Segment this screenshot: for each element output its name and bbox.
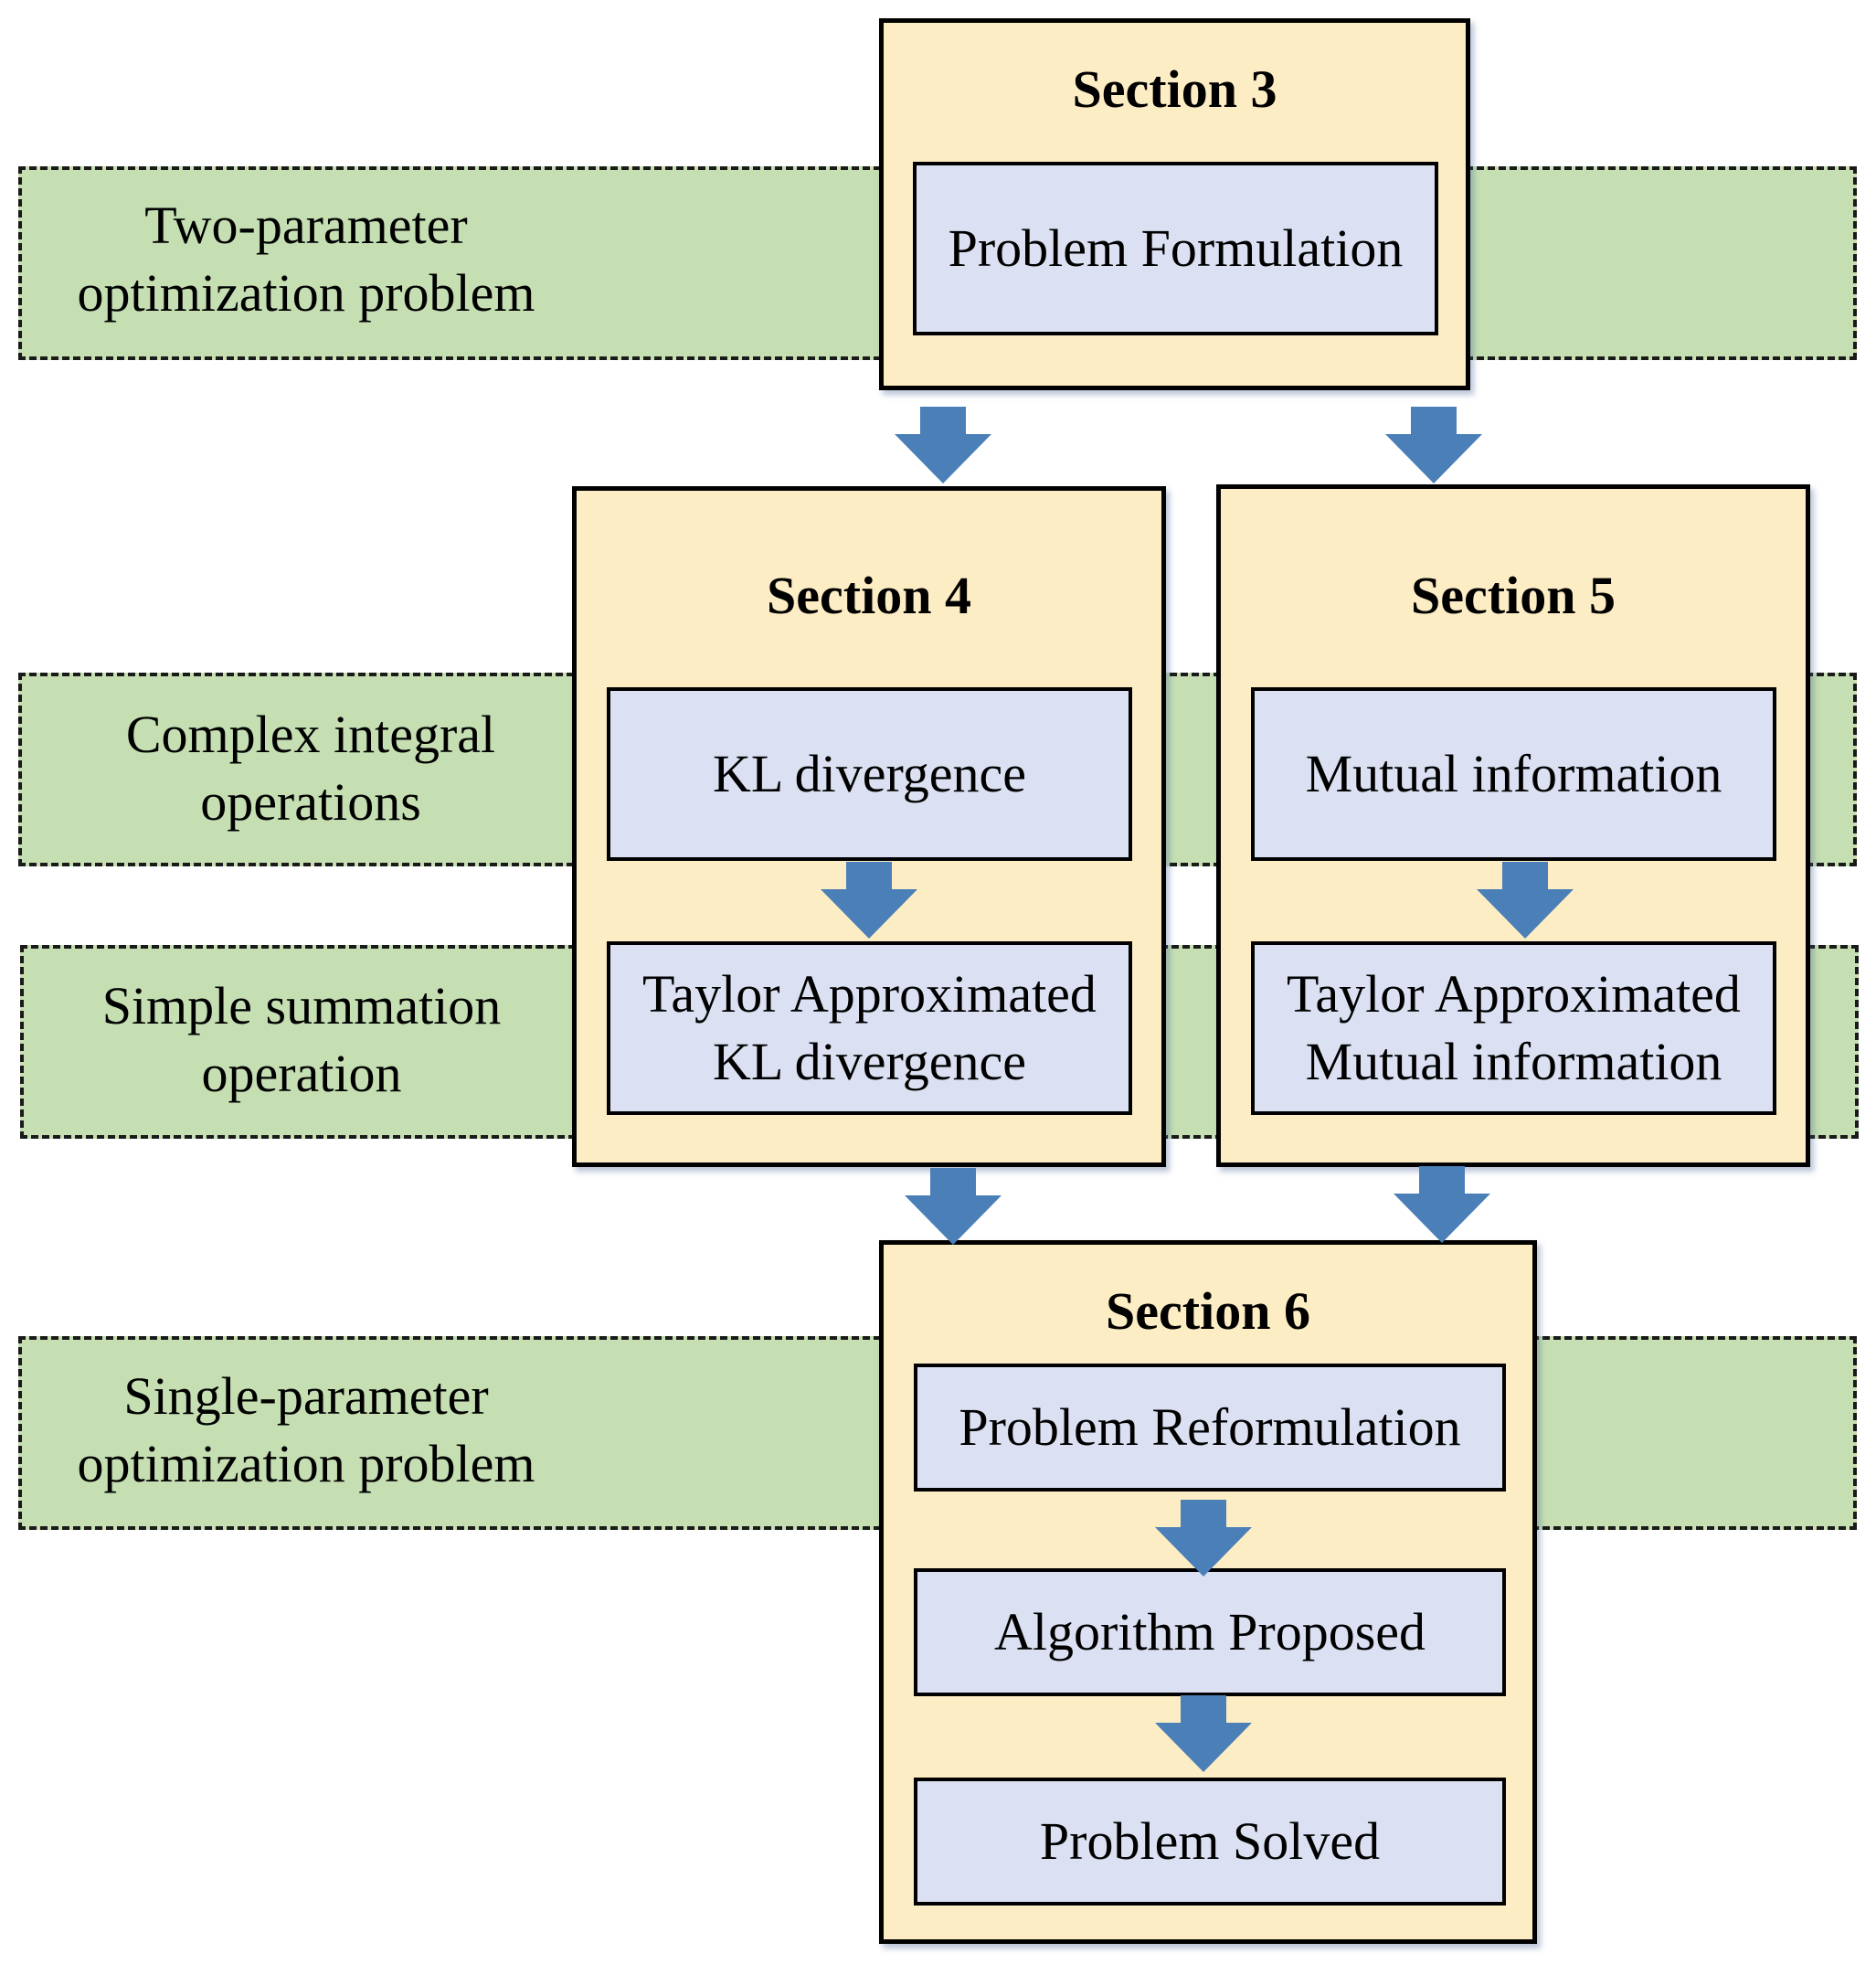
- section-5-title: Section 5: [1411, 566, 1616, 625]
- band-label-complex-integral: Complex integral operations: [55, 701, 567, 836]
- section-5-box: Section 5 Mutual information Taylor Appr…: [1216, 484, 1810, 1167]
- step-problem-solved: Problem Solved: [914, 1778, 1506, 1906]
- step-label: Problem Solved: [1039, 1811, 1381, 1871]
- step-kl-divergence: KL divergence: [607, 687, 1132, 861]
- step-label: Mutual information: [1305, 744, 1722, 803]
- step-algorithm-proposed: Algorithm Proposed: [914, 1568, 1506, 1696]
- band-label-line: Complex integral: [125, 705, 496, 764]
- band-label-line: Two-parameter: [144, 196, 468, 255]
- arrow-down-icon: [1155, 1695, 1252, 1772]
- step-label: Taylor Approximated: [1287, 964, 1741, 1024]
- step-label: Mutual information: [1305, 1032, 1722, 1091]
- step-label: Algorithm Proposed: [993, 1602, 1426, 1661]
- section-3-title: Section 3: [1072, 59, 1277, 119]
- arrow-down-icon: [895, 407, 991, 483]
- step-problem-formulation: Problem Formulation: [913, 162, 1438, 335]
- band-label-line: operation: [201, 1044, 402, 1103]
- step-label: Problem Reformulation: [959, 1397, 1461, 1457]
- arrow-down-icon: [905, 1168, 1002, 1245]
- band-label-line: optimization problem: [77, 1434, 535, 1493]
- section-6-box: Section 6 Problem Reformulation Algorith…: [879, 1240, 1537, 1944]
- arrow-down-icon: [1477, 862, 1574, 939]
- section-4-title: Section 4: [767, 566, 971, 625]
- band-label-line: operations: [200, 772, 421, 832]
- step-problem-reformulation: Problem Reformulation: [914, 1364, 1506, 1492]
- step-label: KL divergence: [712, 1032, 1026, 1091]
- step-label: KL divergence: [712, 744, 1026, 803]
- arrow-down-icon: [1394, 1166, 1490, 1243]
- section-3-box: Section 3 Problem Formulation: [879, 18, 1470, 390]
- step-label: Taylor Approximated: [642, 964, 1097, 1024]
- band-label-line: Simple summation: [101, 976, 502, 1035]
- band-label-single-parameter: Single-parameter optimization problem: [55, 1363, 557, 1498]
- arrow-down-icon: [1385, 407, 1482, 483]
- band-label-simple-summation: Simple summation operation: [55, 972, 548, 1108]
- band-label-line: Single-parameter: [123, 1366, 489, 1426]
- band-label-two-parameter: Two-parameter optimization problem: [55, 192, 557, 327]
- arrow-down-icon: [1155, 1500, 1252, 1577]
- band-label-line: optimization problem: [77, 263, 535, 323]
- section-6-title: Section 6: [1106, 1281, 1310, 1341]
- step-label: Problem Formulation: [948, 218, 1404, 278]
- step-taylor-kl-divergence: Taylor Approximated KL divergence: [607, 941, 1132, 1115]
- section-4-box: Section 4 KL divergence Taylor Approxima…: [572, 486, 1166, 1167]
- arrow-down-icon: [821, 862, 917, 939]
- step-taylor-mutual-information: Taylor Approximated Mutual information: [1251, 941, 1776, 1115]
- step-mutual-information: Mutual information: [1251, 687, 1776, 861]
